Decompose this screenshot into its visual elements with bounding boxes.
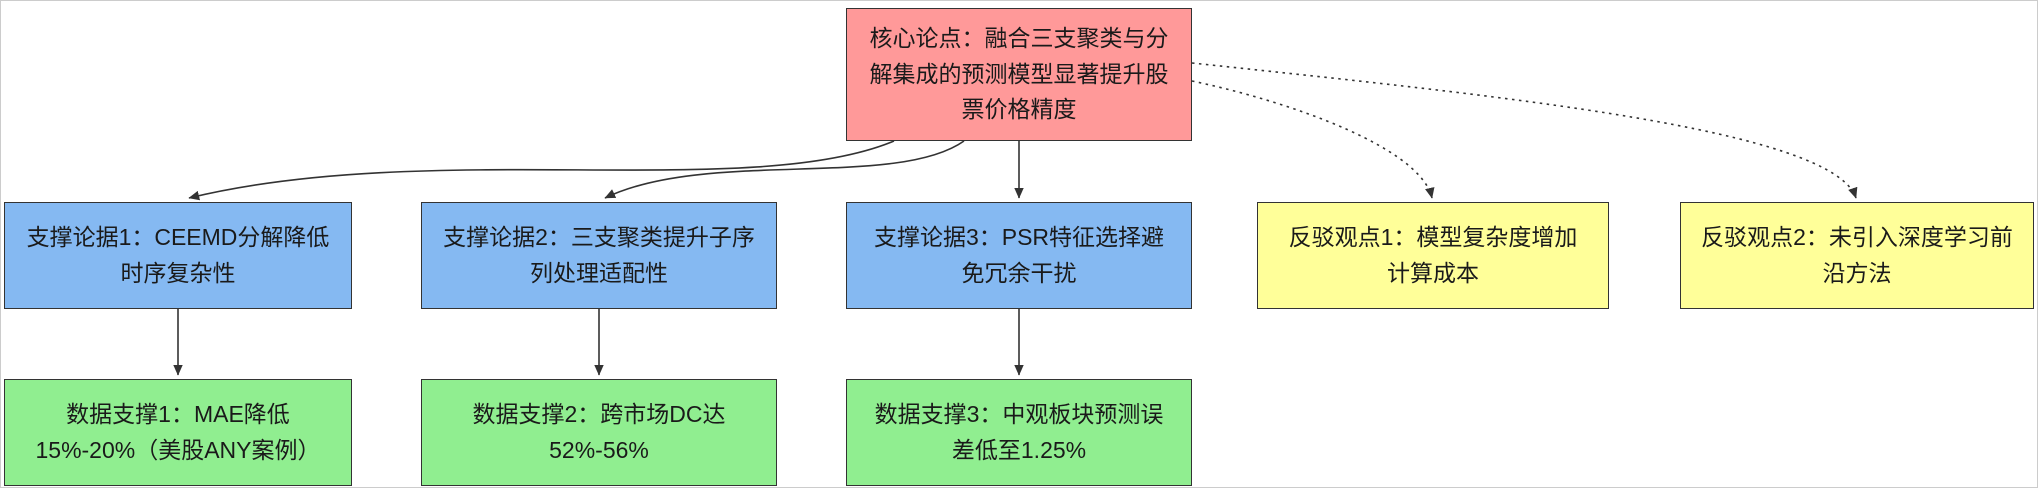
edge-core-to-counter1 <box>1191 80 1435 199</box>
node-support-1: 支撑论据1：CEEMD分解降低时序复杂性 <box>4 202 352 309</box>
edge-core-to-support1 <box>188 140 895 201</box>
node-core-thesis: 核心论点：融合三支聚类与分解集成的预测模型显著提升股票价格精度 <box>846 8 1192 141</box>
node-data-2: 数据支撑2：跨市场DC达52%-56% <box>421 379 777 486</box>
node-data-1: 数据支撑1：MAE降低15%-20%（美股ANY案例） <box>4 379 352 486</box>
edge-core-to-counter2 <box>1191 62 1858 199</box>
node-support-2: 支撑论据2：三支聚类提升子序列处理适配性 <box>421 202 777 309</box>
node-counter-1: 反驳观点1：模型复杂度增加计算成本 <box>1257 202 1609 309</box>
edge-core-to-support2 <box>604 140 965 199</box>
node-data-3: 数据支撑3：中观板块预测误差低至1.25% <box>846 379 1192 486</box>
node-counter-2: 反驳观点2：未引入深度学习前沿方法 <box>1680 202 2034 309</box>
node-support-3: 支撑论据3：PSR特征选择避免冗余干扰 <box>846 202 1192 309</box>
